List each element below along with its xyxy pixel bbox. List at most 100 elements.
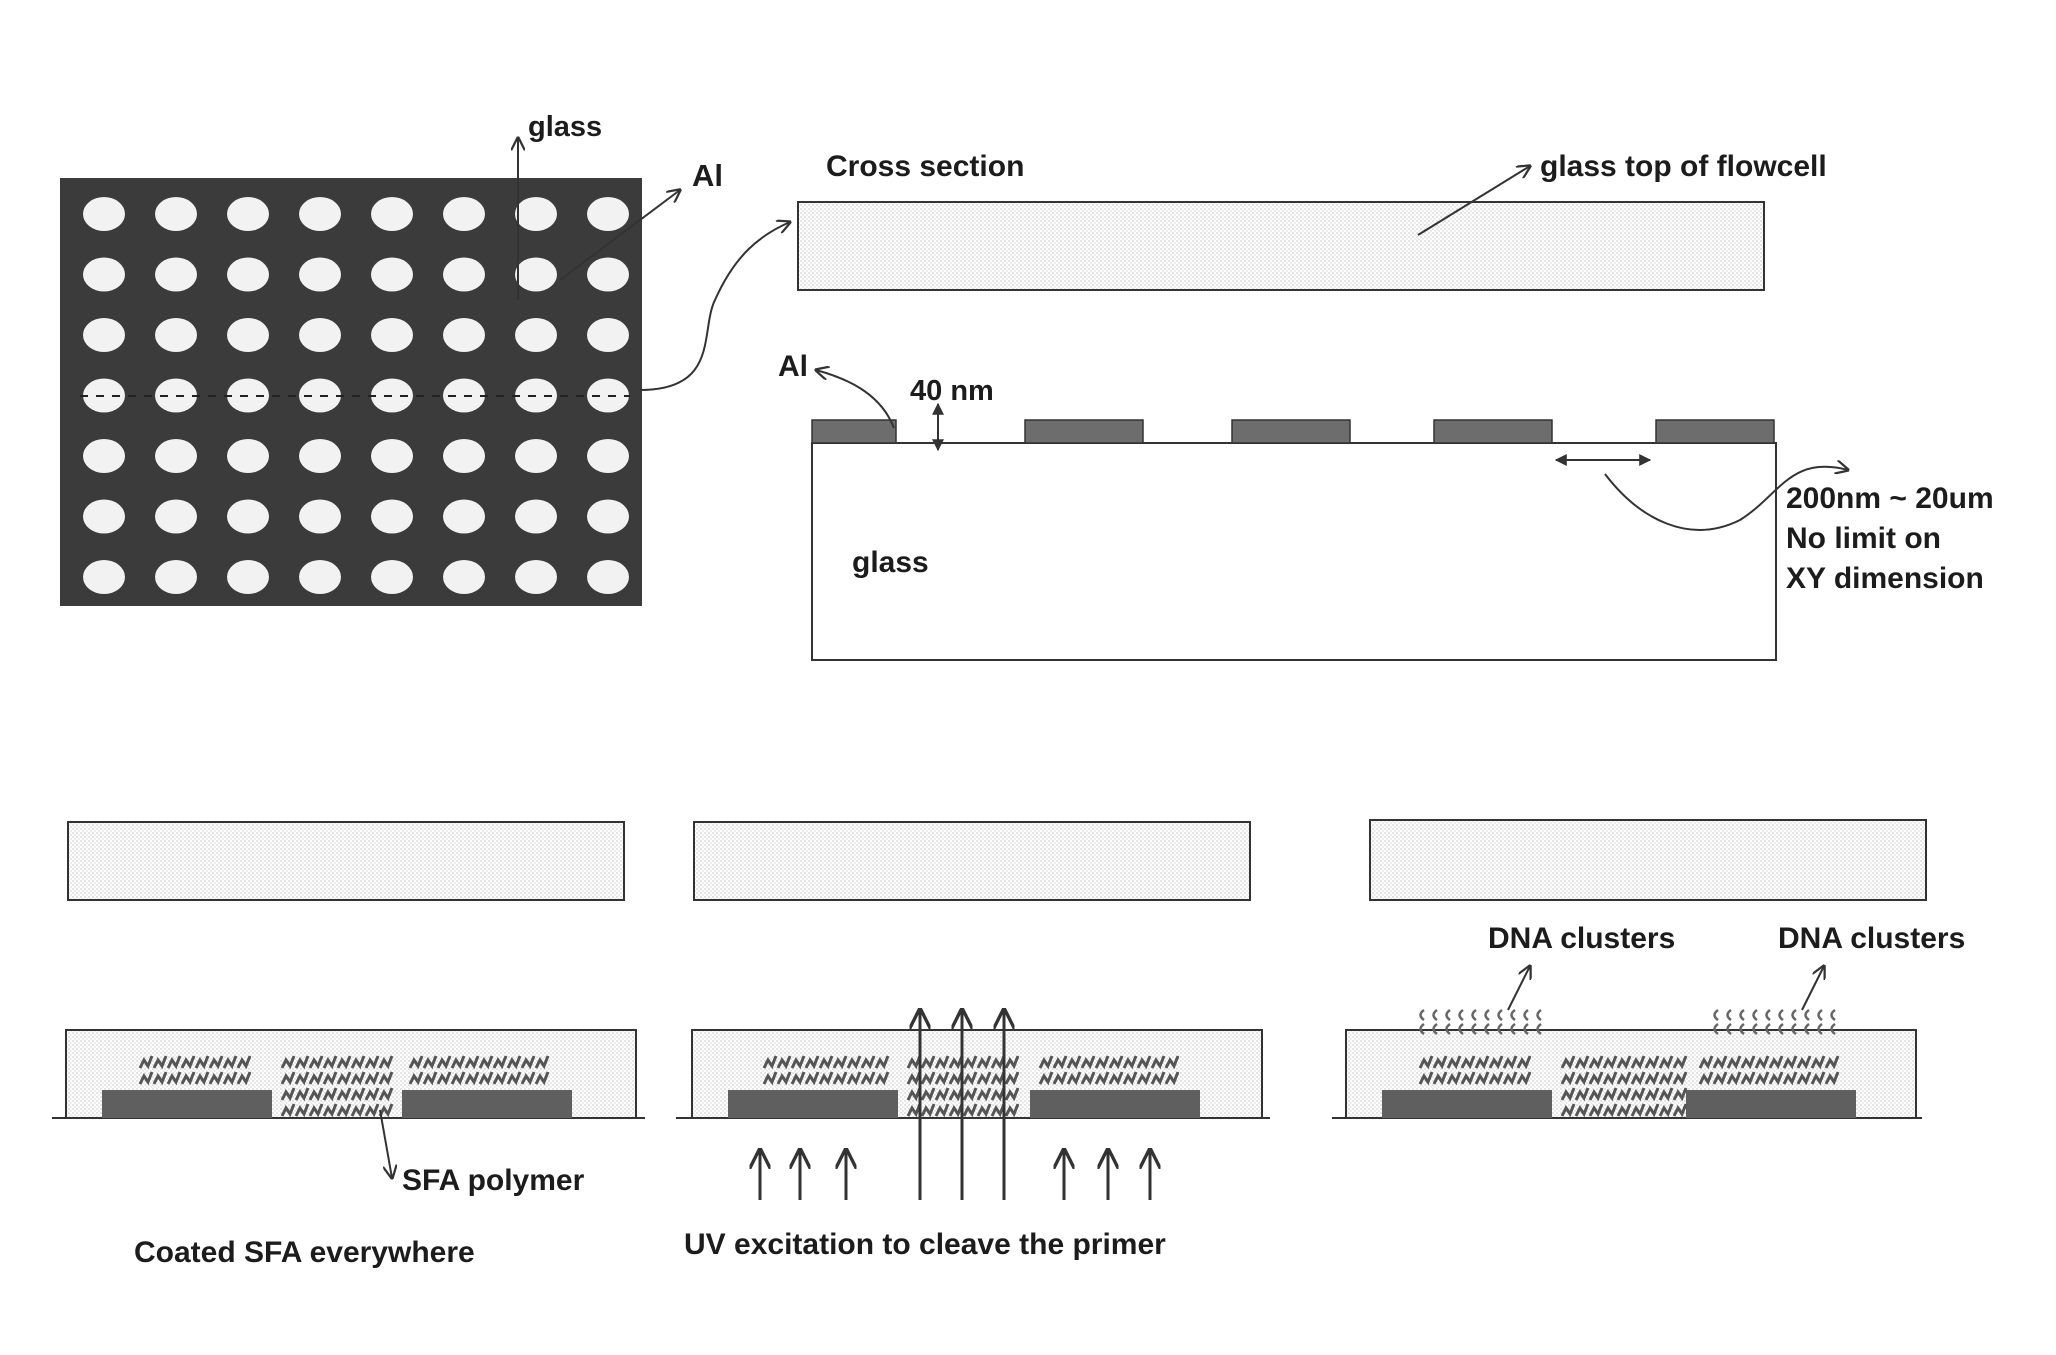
polymer-glyph [280, 1071, 296, 1086]
polymer-glyph [1108, 1071, 1124, 1086]
dna-cluster-glyph [1765, 1022, 1771, 1036]
polymer-glyph [1066, 1071, 1082, 1086]
arrow-icon [1417, 166, 1530, 236]
polymer-glyph [1094, 1055, 1110, 1070]
polymer-glyph [1658, 1103, 1674, 1118]
polymer-glyph [336, 1071, 352, 1086]
al-pad [1382, 1090, 1552, 1118]
polymer-glyph [1712, 1055, 1728, 1070]
hole [83, 439, 125, 473]
hole [515, 197, 557, 231]
hole [587, 197, 629, 231]
glass-top-panel-3 [1369, 819, 1927, 901]
polymer-glyph [1616, 1087, 1632, 1102]
polymer-glyph [1038, 1071, 1054, 1086]
label-dna-1: DNA clusters [1488, 922, 1675, 955]
polymer-glyph [906, 1055, 922, 1070]
polymer-glyph [322, 1103, 338, 1118]
polymer-glyph [1644, 1087, 1660, 1102]
al-pad [1686, 1090, 1856, 1118]
polymer-glyph [818, 1071, 834, 1086]
glass-top-of-flowcell [797, 201, 1765, 291]
polymer-glyph [1726, 1071, 1742, 1086]
dna-cluster-glyph [1778, 1008, 1784, 1022]
polymer-glyph [180, 1071, 196, 1086]
polymer-glyph [208, 1055, 224, 1070]
label-sfa-polymer: SFA polymer [402, 1164, 585, 1197]
polymer-glyph [152, 1055, 168, 1070]
label-thickness: 40 nm [910, 375, 994, 407]
polymer-glyph [1574, 1071, 1590, 1086]
polymer-glyph [1740, 1055, 1756, 1070]
polymer-glyph [280, 1087, 296, 1102]
hole [515, 318, 557, 352]
polymer-glyph [378, 1071, 394, 1086]
polymer-glyph [976, 1071, 992, 1086]
hole [83, 318, 125, 352]
polymer-glyph [804, 1071, 820, 1086]
polymer-glyph [322, 1055, 338, 1070]
dna-cluster-glyph [1791, 1008, 1797, 1022]
dna-cluster-glyph [1752, 1008, 1758, 1022]
polymer-glyph [408, 1055, 424, 1070]
polymer-glyph [1488, 1055, 1504, 1070]
polymer-glyph [1602, 1103, 1618, 1118]
polymer-glyph [308, 1103, 324, 1118]
hole [371, 499, 413, 534]
polymer-glyph [1754, 1071, 1770, 1086]
al-pad [1030, 1090, 1200, 1118]
polymer-glyph [1588, 1055, 1604, 1070]
polymer-glyph [1052, 1071, 1068, 1086]
polymer-glyph [1712, 1071, 1728, 1086]
polymer-glyph [308, 1087, 324, 1102]
polymer-glyph [1080, 1055, 1096, 1070]
dna-cluster-glyph [1739, 1008, 1745, 1022]
hole [83, 499, 125, 534]
dna-cluster-glyph [1713, 1008, 1719, 1022]
polymer-glyph [948, 1055, 964, 1070]
dna-cluster-glyph [1510, 1022, 1516, 1036]
polymer-glyph [1474, 1071, 1490, 1086]
polymer-glyph [1824, 1071, 1840, 1086]
polymer-glyph [1150, 1055, 1166, 1070]
dna-cluster-glyph [1445, 1022, 1451, 1036]
dna-cluster-glyph [1445, 1008, 1451, 1022]
polymer-glyph [920, 1055, 936, 1070]
polymer-glyph [832, 1055, 848, 1070]
hole [587, 560, 629, 594]
polymer-glyph [874, 1071, 890, 1086]
glass-substrate [811, 442, 1777, 661]
dna-cluster-glyph [1523, 1008, 1529, 1022]
polymer-glyph [236, 1055, 252, 1070]
polymer-glyph [1446, 1071, 1462, 1086]
polymer-glyph [280, 1055, 296, 1070]
polymer-glyph [236, 1071, 252, 1086]
polymer-glyph [762, 1055, 778, 1070]
substrate-cross-section [811, 419, 1777, 661]
polymer-glyph [222, 1071, 238, 1086]
hole [515, 499, 557, 534]
polymer-glyph [364, 1071, 380, 1086]
al-pad [1655, 419, 1775, 444]
hole [155, 197, 197, 231]
dna-cluster-glyph [1791, 1022, 1797, 1036]
hole-array [83, 197, 629, 594]
polymer-glyph [934, 1087, 950, 1102]
polymer-glyph [1726, 1055, 1742, 1070]
polymer-glyph [1038, 1055, 1054, 1070]
hole [299, 197, 341, 231]
hole [443, 197, 485, 231]
polymer-glyph [138, 1071, 154, 1086]
polymer-glyph [1602, 1087, 1618, 1102]
polymer-glyph [1616, 1071, 1632, 1086]
hole [443, 318, 485, 352]
al-pad [1433, 419, 1553, 444]
dna-cluster-glyph [1432, 1022, 1438, 1036]
arrow-icon [639, 222, 790, 391]
polymer-glyph [336, 1087, 352, 1102]
polymer-glyph [846, 1055, 862, 1070]
label-glass-top: glass [528, 111, 602, 143]
label-spacing-1: 200nm ~ 20um [1786, 482, 1994, 515]
polymer-glyph [194, 1055, 210, 1070]
polymer-glyph [1698, 1071, 1714, 1086]
